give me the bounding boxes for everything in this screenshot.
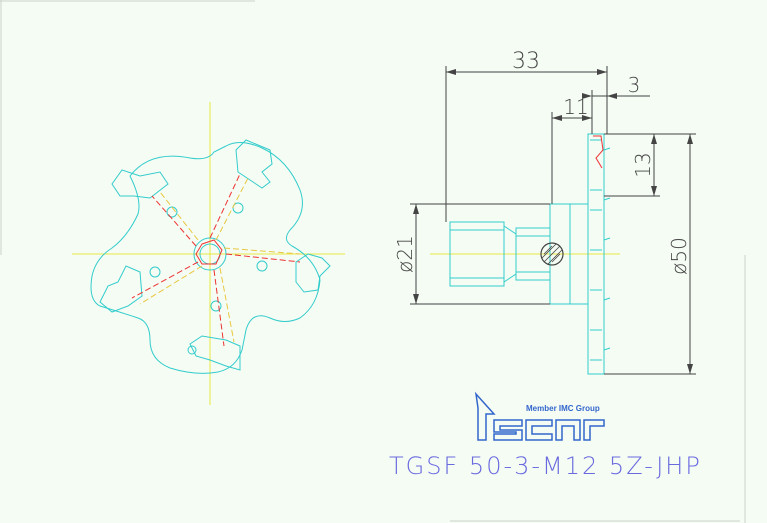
logo-mark [474, 391, 496, 441]
insert-right [295, 253, 331, 293]
dimension-labels: 33 3 11 13 ø21 ø50 [393, 49, 691, 275]
dim-33: 33 [512, 49, 540, 74]
insert-left-top [111, 169, 169, 199]
insert-bottom [189, 335, 241, 371]
dim-3: 3 [628, 73, 641, 97]
disc-edge [593, 135, 604, 169]
dimension-arrows [413, 69, 693, 374]
hub-star [195, 239, 223, 265]
page-border [0, 0, 746, 523]
dim-13: 13 [631, 152, 655, 177]
side-outline [449, 133, 611, 375]
side-view [430, 133, 620, 375]
insert-left-bottom [99, 265, 143, 313]
insert-top [235, 139, 273, 189]
section-marker [540, 242, 564, 266]
dim-11: 11 [563, 95, 588, 119]
part-number-title: TGSF 50-3-M12 5Z-JHP [389, 452, 702, 480]
iscar-logo: Member IMC Group [474, 391, 605, 441]
dim-d21: ø21 [393, 235, 417, 273]
logo-member-text: Member IMC Group [526, 404, 600, 413]
dim-d50: ø50 [667, 237, 691, 275]
dimension-lines [410, 66, 696, 375]
flute-edges [131, 173, 301, 347]
front-view [72, 102, 345, 405]
